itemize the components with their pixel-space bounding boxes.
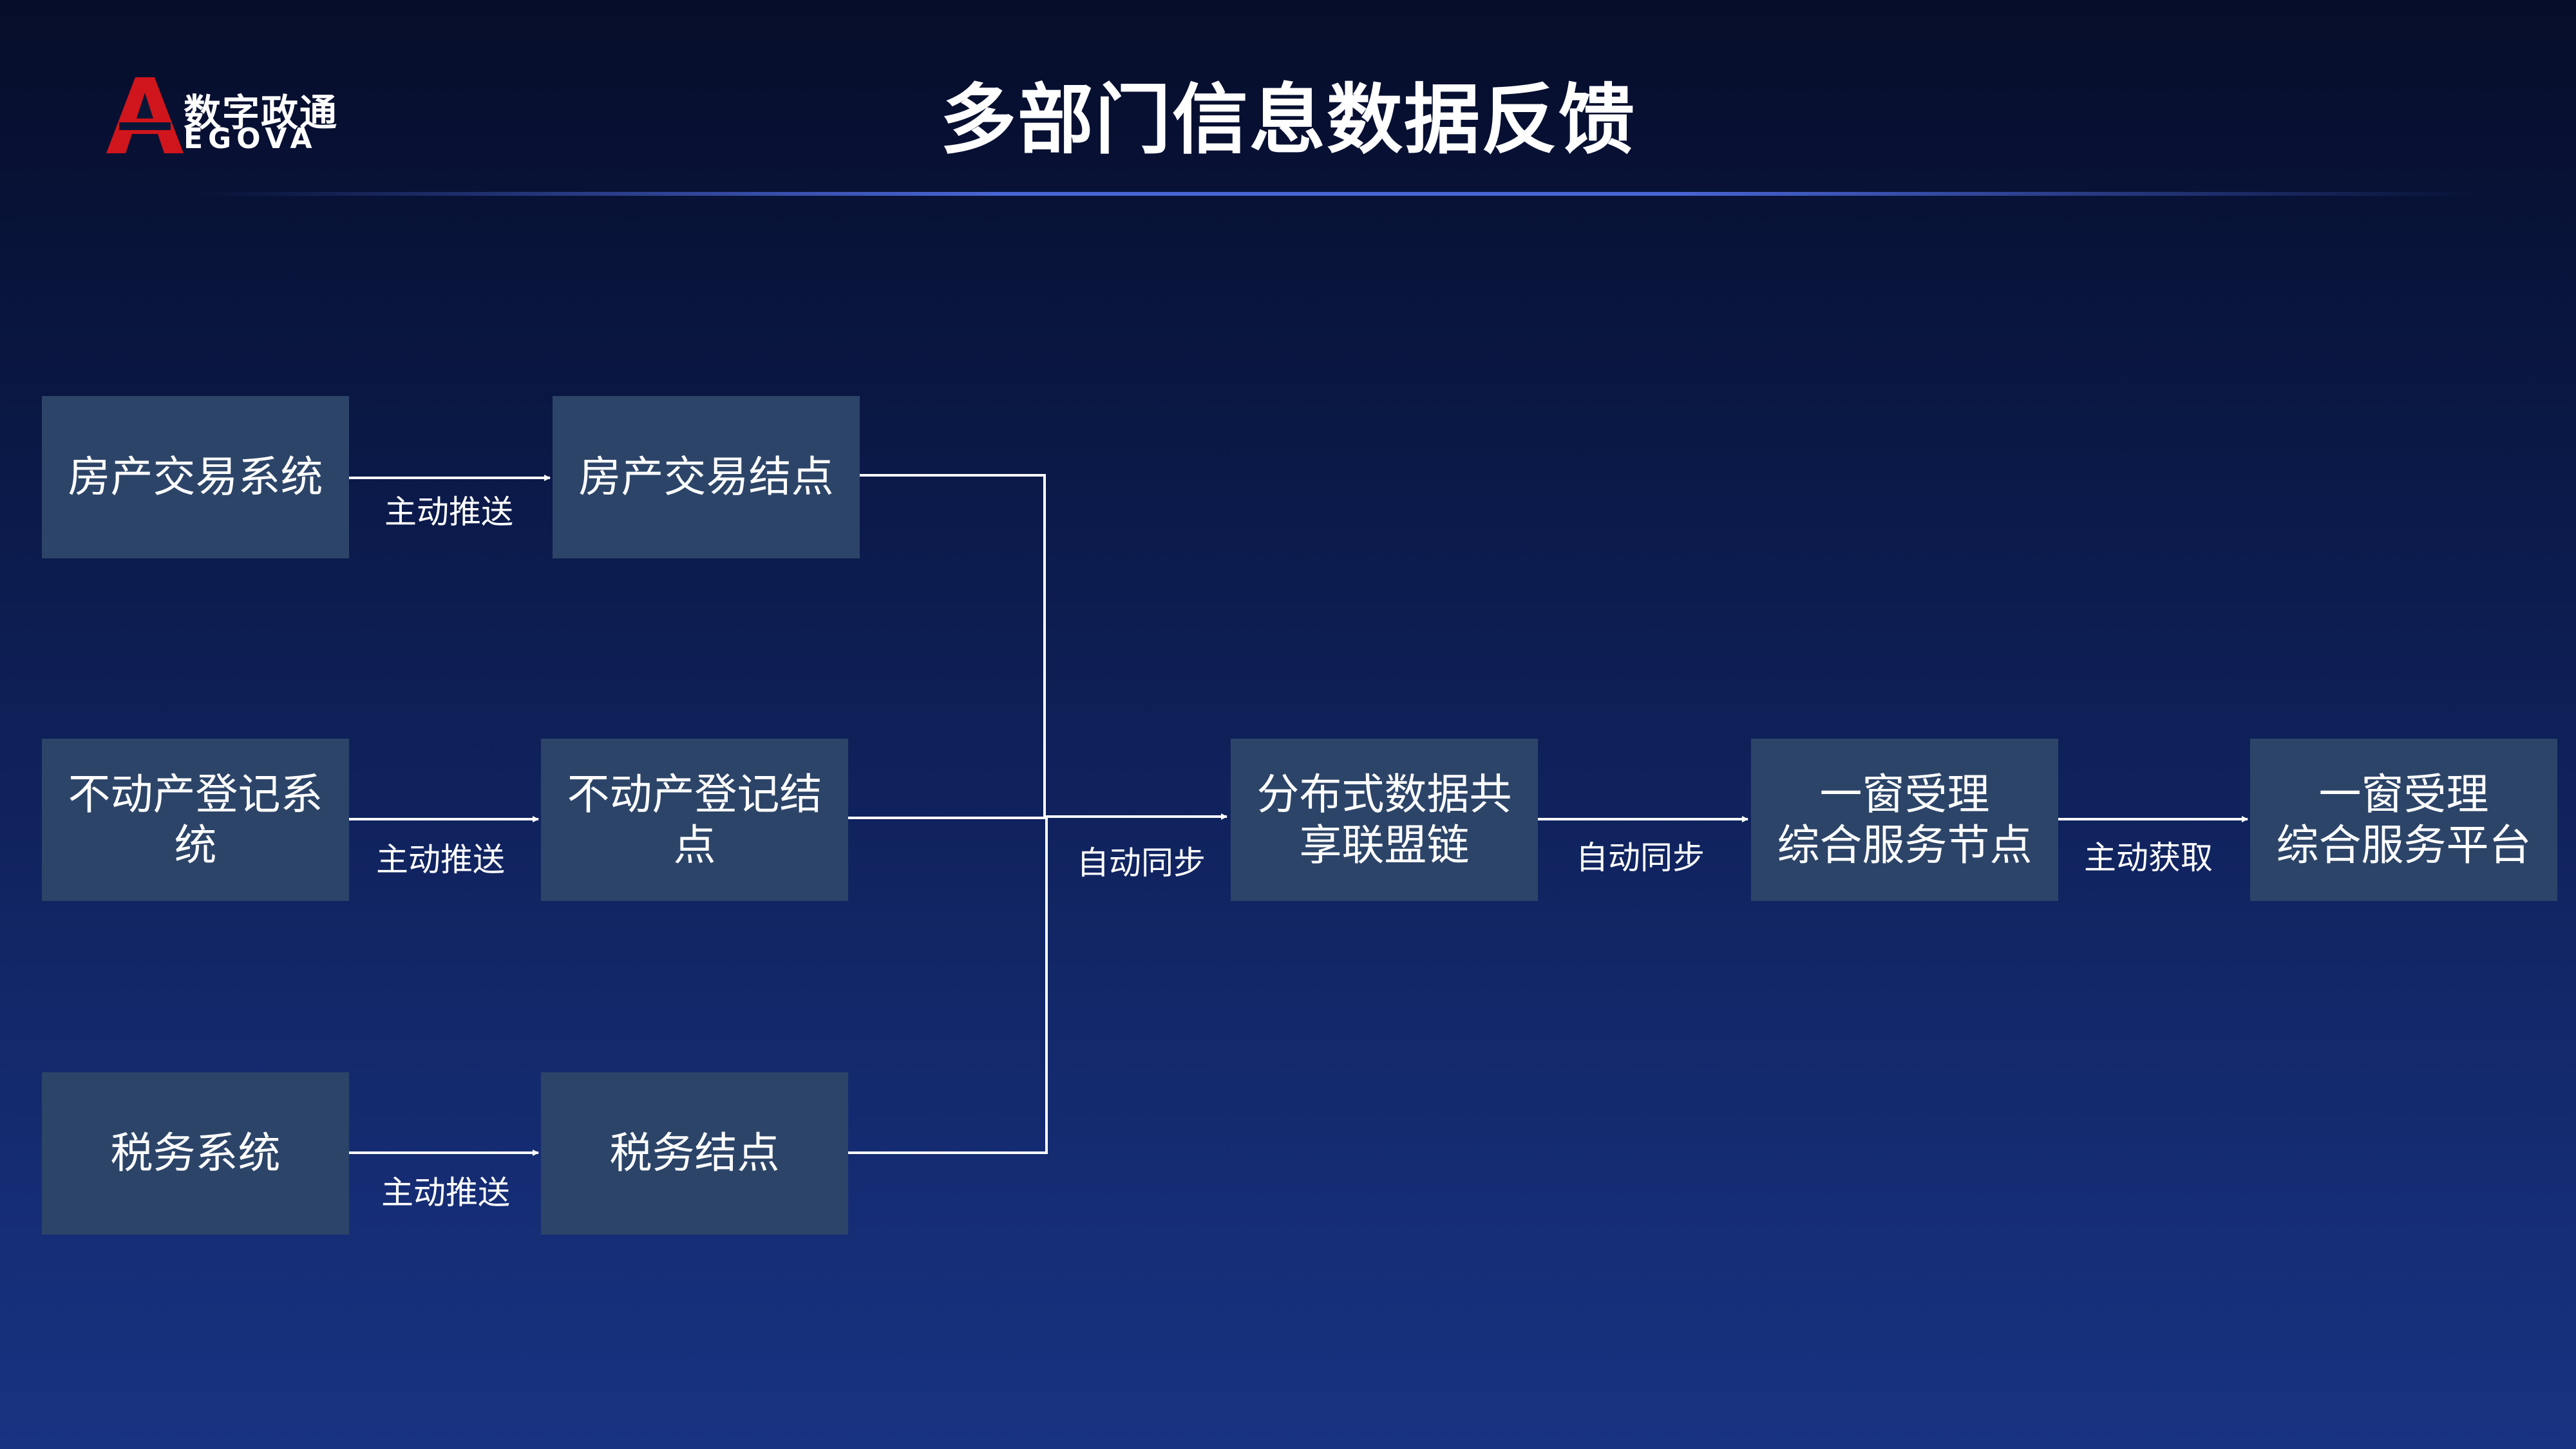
edge-label-bdc-push: 主动推送 bbox=[376, 841, 505, 878]
node-bdc-sys: 不动产登记系 统 bbox=[42, 739, 349, 901]
edge-label-fc-push: 主动推送 bbox=[384, 493, 513, 531]
node-chain: 分布式数据共 享联盟链 bbox=[1231, 739, 1538, 901]
edge-label-yc-fetch: 主动获取 bbox=[2084, 839, 2213, 876]
node-fc-sys: 房产交易系统 bbox=[42, 396, 349, 558]
edge-label-chain-sync: 自动同步 bbox=[1576, 839, 1705, 876]
node-fc-node: 房产交易结点 bbox=[553, 396, 860, 558]
logo-a-mark bbox=[106, 77, 184, 153]
node-yc-node: 一窗受理 综合服务节点 bbox=[1751, 739, 2058, 901]
node-bdc-node: 不动产登记结 点 bbox=[541, 739, 848, 901]
logo-en-text: EGOVA bbox=[184, 122, 317, 155]
node-yc-platform: 一窗受理 综合服务平台 bbox=[2250, 739, 2557, 901]
edge-label-sw-push: 主动推送 bbox=[381, 1174, 510, 1211]
node-sw-sys: 税务系统 bbox=[42, 1072, 349, 1235]
page-title: 多部门信息数据反馈 bbox=[940, 75, 1636, 164]
node-sw-node: 税务结点 bbox=[541, 1072, 848, 1235]
edge-label-merge-sync: 自动同步 bbox=[1077, 844, 1206, 882]
edge-fc-node-to-merge bbox=[860, 474, 1046, 817]
title-divider bbox=[193, 192, 2479, 196]
logo-cn-text: 数字政通 bbox=[184, 91, 339, 135]
egova-logo: 数字政通 EGOVA bbox=[106, 77, 364, 155]
edge-sw-node-to-merge bbox=[848, 817, 1048, 1154]
